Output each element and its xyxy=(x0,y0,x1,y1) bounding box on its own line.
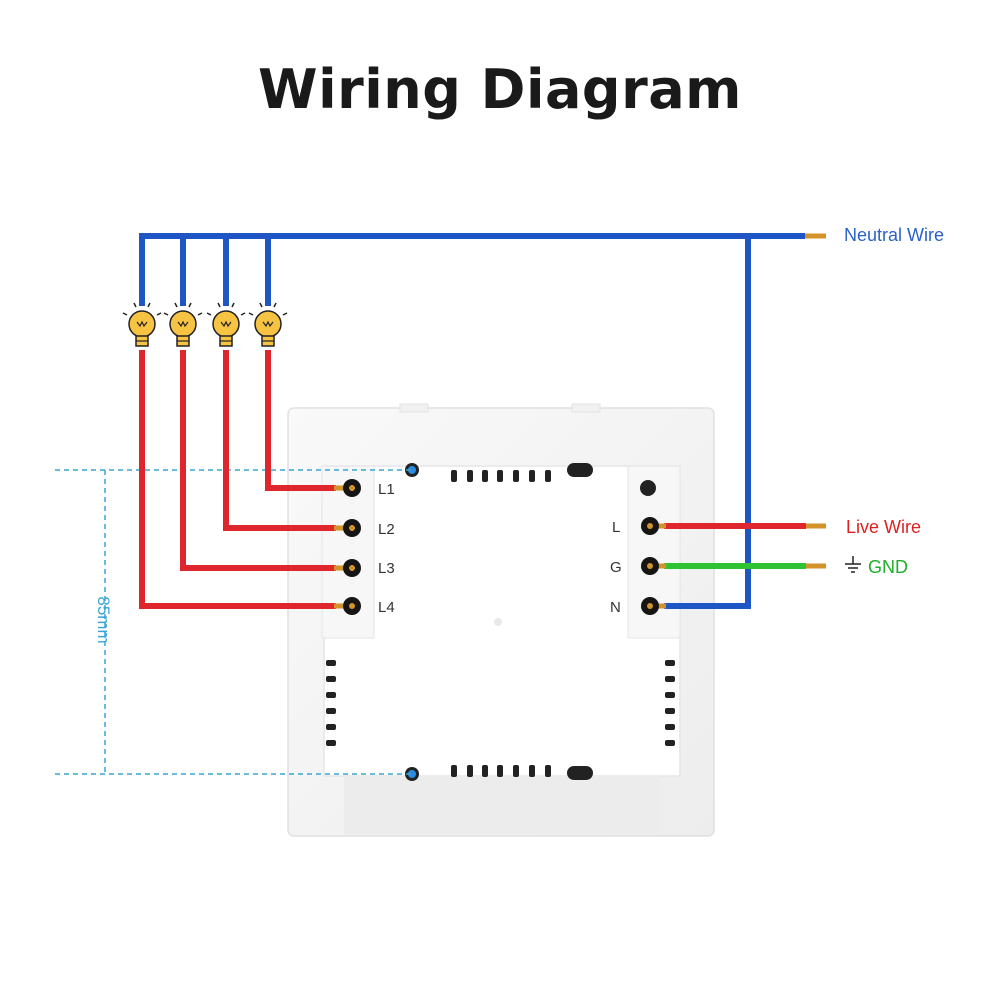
dimension-label: 85mm xyxy=(94,596,113,643)
neutral-wire-label: Neutral Wire xyxy=(844,225,944,245)
mount-screw-top xyxy=(408,466,416,474)
left-terminals xyxy=(343,479,361,615)
right-terminals xyxy=(641,517,659,615)
terminal-label-n: N xyxy=(610,599,621,616)
terminal-label-l3: L3 xyxy=(378,560,395,577)
terminal-label-l2: L2 xyxy=(378,521,395,538)
light-bulb-icon xyxy=(248,302,288,347)
neutral-wires xyxy=(139,233,805,609)
vent-slots-side xyxy=(326,480,675,746)
load-wires xyxy=(139,350,336,609)
light-bulb-icon xyxy=(206,302,246,347)
mount-screw-bottom xyxy=(408,770,416,778)
page-title: Wiring Diagram xyxy=(258,58,742,121)
terminal-label-l1: L1 xyxy=(378,481,395,498)
light-bulb-icon xyxy=(163,302,203,347)
gnd-label: GND xyxy=(868,557,908,577)
light-bulb-icon xyxy=(122,302,162,347)
terminal-label-l4: L4 xyxy=(378,599,395,616)
vent-slots-top xyxy=(405,463,593,482)
vent-slots-bottom xyxy=(405,765,593,781)
live-wire-label: Live Wire xyxy=(846,517,921,537)
terminal-label-g: G xyxy=(610,559,622,576)
ground-symbol-icon xyxy=(845,556,861,573)
switch-back-plate xyxy=(287,403,715,837)
terminal-label-l: L xyxy=(612,519,620,536)
dimension-85mm xyxy=(55,469,412,775)
